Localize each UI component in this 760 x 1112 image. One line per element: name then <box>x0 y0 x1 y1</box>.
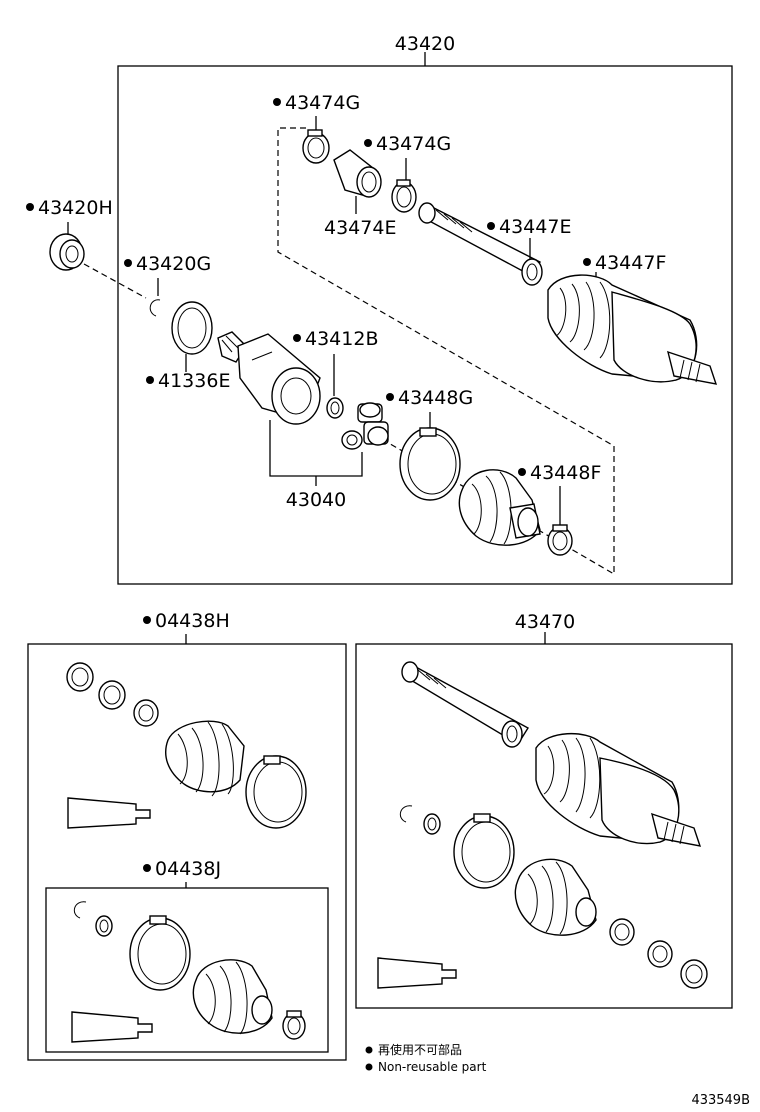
label-04438h: 04438H <box>155 610 230 632</box>
label-43470: 43470 <box>515 611 575 633</box>
a43470-clamp-2 <box>647 940 673 968</box>
assembly-43420-frame <box>117 65 733 585</box>
clamp-43474g-lower: 43474G <box>364 133 451 213</box>
label-43420g: 43420G <box>136 253 211 275</box>
snap-ring-43420g: 43420G <box>124 253 211 317</box>
assembly-43420: 43420 43474G 43474G 43474 <box>26 33 733 585</box>
tripod-joint <box>341 402 389 450</box>
label-43412b: 43412B <box>305 328 378 350</box>
label-43420h: 43420H <box>38 197 113 219</box>
a43470-ring <box>423 813 441 835</box>
kit-h-boot <box>165 720 245 797</box>
inboard-joint-housing-43040 <box>217 331 321 425</box>
kit-j-boot <box>192 959 273 1035</box>
a43470-grease-tube <box>377 957 457 989</box>
inner-boot <box>458 469 541 546</box>
group-bracket-43040: 43040 <box>269 420 363 511</box>
kit-j-ring <box>95 915 113 937</box>
label-43447e: 43447E <box>499 216 571 238</box>
kit-04438h: 04438H 04438J <box>27 610 347 1061</box>
label-43420: 43420 <box>395 33 455 55</box>
clamp-43474g-upper: 43474G <box>273 92 360 164</box>
snap-ring-43412b: 43412B <box>293 328 378 419</box>
diagram-code: 433549B <box>691 1093 750 1108</box>
boot-clamp-43448g: 43448G <box>386 387 473 501</box>
label-43474e: 43474E <box>324 217 396 239</box>
label-43474g-upper: 43474G <box>285 92 360 114</box>
kit-j-grease-tube <box>71 1011 153 1043</box>
a43470-outer-joint <box>535 732 702 847</box>
dynamic-damper-43474e: 43474E <box>324 149 396 239</box>
a43470-snap-ring <box>399 805 413 823</box>
kit-04438j-frame <box>45 887 329 1053</box>
a43470-inner-boot <box>514 858 597 936</box>
kit-h-large-clamp <box>245 755 307 829</box>
outer-joint-group-outline <box>277 127 615 576</box>
kit-j-large-clamp <box>129 915 191 991</box>
label-43447f: 43447F <box>595 252 666 274</box>
legend-line-en: Non-reusable part <box>378 1060 487 1074</box>
kit-04438h-frame <box>27 643 347 1061</box>
boot-clamp-43448f: 43448F <box>518 462 601 556</box>
assembly-43470: 43470 <box>355 611 733 1009</box>
outer-shaft-assembly: 43447E 43447F <box>418 202 718 385</box>
legend-bullet-2 <box>365 1063 373 1071</box>
kit-h-clamp-1 <box>66 662 94 692</box>
label-04438j: 04438J <box>155 858 221 880</box>
kit-h-clamp-2 <box>98 680 126 710</box>
label-43448g: 43448G <box>398 387 473 409</box>
legend-line-ja: 再使用不可部品 <box>378 1042 462 1057</box>
kit-j-snap-ring <box>73 901 87 919</box>
label-41336e: 41336E <box>158 370 230 392</box>
label-43040: 43040 <box>286 489 346 511</box>
label-43474g-lower: 43474G <box>376 133 451 155</box>
oil-seal-43420h: 43420H <box>26 197 147 299</box>
assembly-43470-frame <box>355 643 733 1009</box>
kit-h-clamp-3 <box>133 699 159 727</box>
a43470-clamp-1 <box>609 918 635 946</box>
kit-h-grease-tube <box>67 797 151 829</box>
kit-04438j: 04438J <box>45 858 329 1053</box>
label-43448f: 43448F <box>530 462 601 484</box>
kit-j-small-clamp <box>282 1010 306 1040</box>
legend: 再使用不可部品 Non-reusable part <box>365 1042 487 1074</box>
a43470-large-clamp <box>453 813 515 889</box>
washer-41336e: 41336E <box>146 301 230 392</box>
legend-bullet-1 <box>365 1046 373 1054</box>
a43470-clamp-3 <box>680 959 708 989</box>
a43470-shaft <box>401 661 529 748</box>
